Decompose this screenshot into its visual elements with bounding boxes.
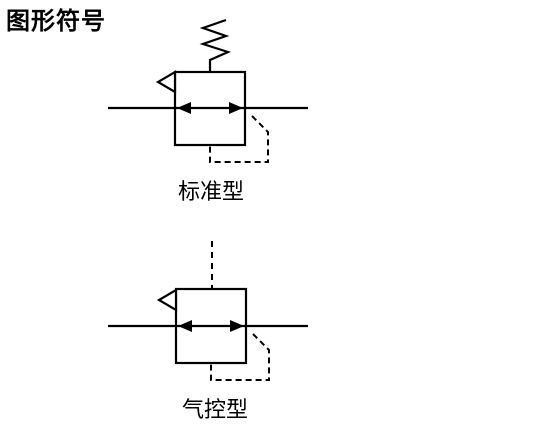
- caption-air-control: 气控型: [182, 398, 249, 423]
- arrow-right-icon: [230, 320, 244, 332]
- caption-standard: 标准型: [178, 180, 245, 205]
- arrow-left-icon: [177, 102, 191, 114]
- air-control-symbol-graphic: [108, 241, 308, 381]
- arrow-left-icon: [178, 320, 192, 332]
- page-title: 图形符号: [6, 7, 106, 35]
- spring-icon: [199, 18, 232, 72]
- symbol-air-control: 气控型: [0, 215, 551, 431]
- symbol-standard: 标准型: [0, 0, 551, 215]
- arrow-right-icon: [229, 102, 243, 114]
- standard-symbol-graphic: [108, 18, 308, 163]
- adjust-triangle-icon: [156, 288, 178, 312]
- drain-dashed-line: [209, 115, 269, 163]
- adjust-triangle-icon: [155, 70, 177, 94]
- drain-dashed-line: [210, 333, 270, 381]
